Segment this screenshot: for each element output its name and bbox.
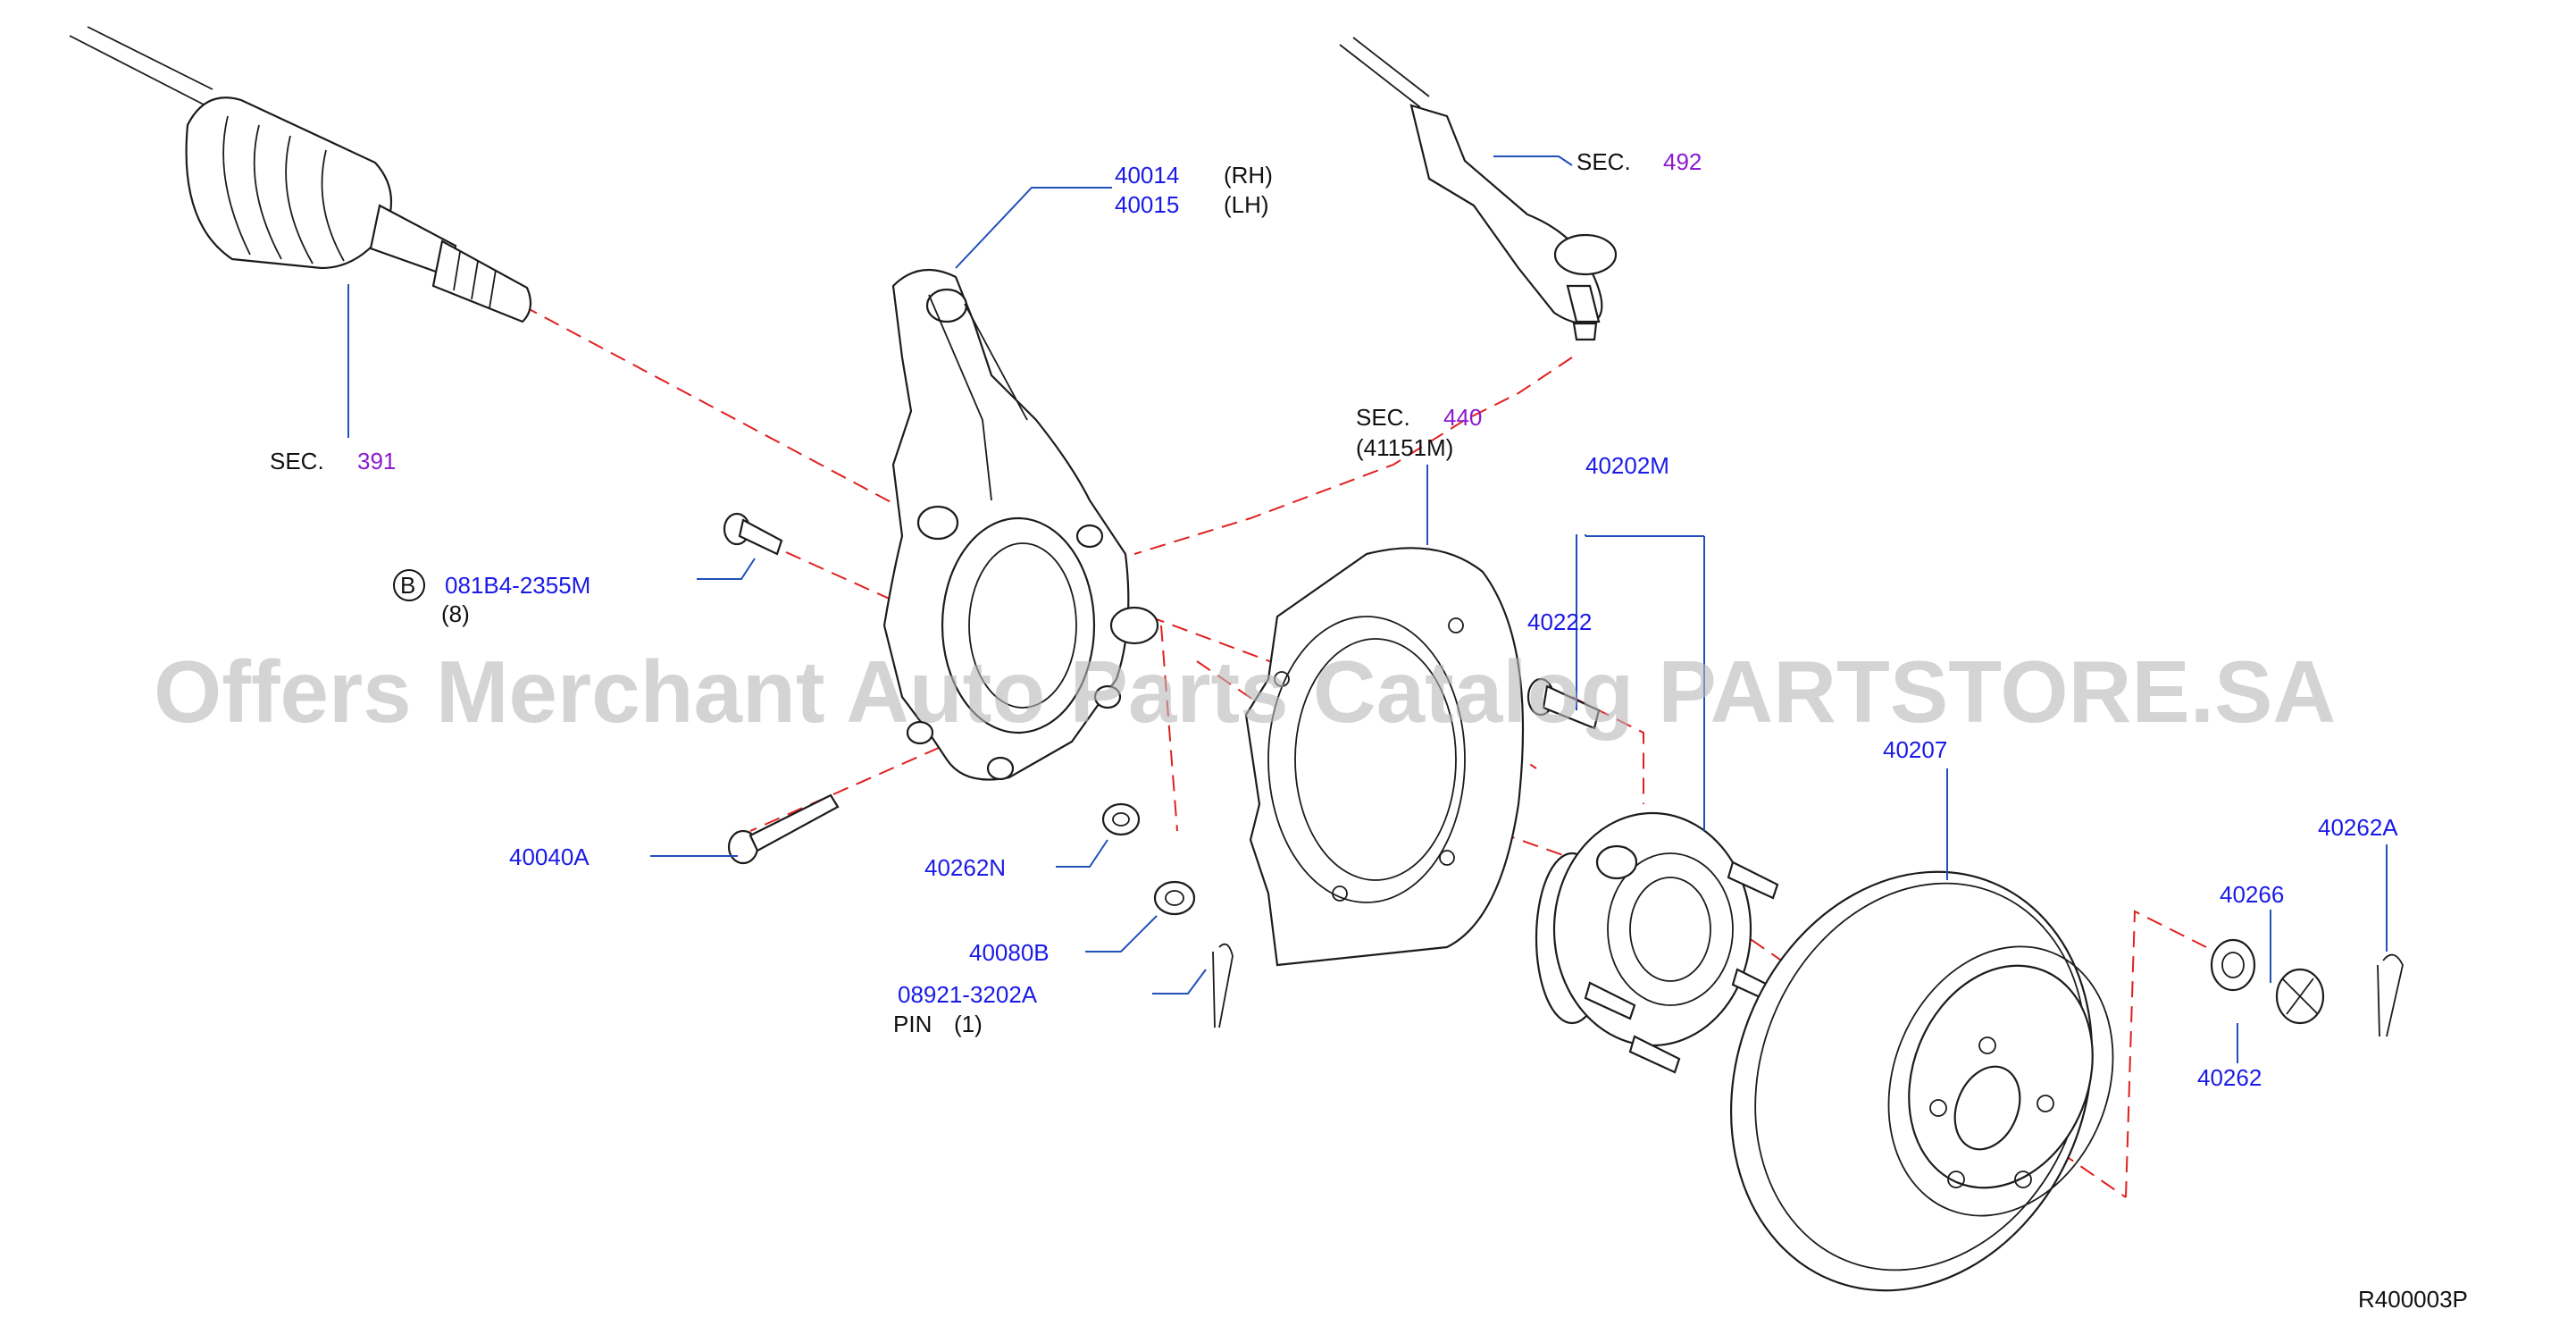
svg-text:B: B (400, 572, 415, 599)
hub-assembly-part[interactable] (1535, 811, 1784, 1074)
hub-bolt-part[interactable] (1526, 677, 1601, 730)
svg-text:(LH): (LH) (1224, 191, 1269, 218)
nut-40080b-part[interactable] (1153, 880, 1196, 916)
svg-text:40207: 40207 (1883, 736, 1947, 763)
cotter-pin-40262a-part[interactable] (2377, 953, 2404, 1037)
label-nut-40262n[interactable]: 40262N (924, 854, 1006, 881)
svg-text:40262N: 40262N (924, 854, 1006, 881)
svg-text:391: 391 (357, 448, 396, 474)
svg-text:(41151M): (41151M) (1356, 434, 1453, 461)
leader-lines (347, 155, 2388, 1063)
bolt-40040a-part[interactable] (727, 793, 840, 865)
label-pin[interactable]: 08921-3202A PIN (1) (893, 981, 1038, 1037)
label-nut-40262[interactable]: 40262 (2197, 1064, 2262, 1091)
svg-text:440: 440 (1443, 404, 1482, 431)
cap-40266-part[interactable] (2275, 968, 2325, 1025)
svg-text:(RH): (RH) (1224, 162, 1273, 189)
svg-text:40015: 40015 (1115, 191, 1179, 218)
label-hub-bolt[interactable]: 40222 (1527, 608, 1592, 635)
tie-rod-end-part[interactable] (1339, 37, 1618, 341)
svg-text:40202M: 40202M (1585, 452, 1669, 479)
label-cap-40266[interactable]: 40266 (2220, 881, 2284, 908)
nut-40262-part[interactable] (2210, 938, 2256, 992)
label-cotter-pin-40262a[interactable]: 40262A (2318, 814, 2398, 841)
label-knuckle[interactable]: 40014 (RH) 40015 (LH) (1115, 162, 1273, 218)
pin-part[interactable] (1212, 943, 1234, 1028)
svg-text:PIN: PIN (893, 1011, 932, 1037)
label-sec-492[interactable]: SEC. 492 (1577, 148, 1702, 175)
brake-rotor-part[interactable] (1669, 817, 2153, 1326)
steering-knuckle-part[interactable] (882, 268, 1159, 781)
svg-text:SEC.: SEC. (1577, 148, 1631, 175)
label-brake-rotor[interactable]: 40207 (1883, 736, 1947, 763)
label-nut-40080b[interactable]: 40080B (969, 939, 1050, 966)
bolt-081b4-part[interactable] (723, 512, 783, 556)
svg-text:40080B: 40080B (969, 939, 1050, 966)
svg-text:SEC.: SEC. (1356, 404, 1410, 431)
svg-text:40014: 40014 (1115, 162, 1179, 189)
badge-circle (393, 569, 425, 601)
drive-shaft-part[interactable] (69, 26, 532, 323)
label-bolt-081b4[interactable]: B 081B4-2355M (8) (393, 569, 590, 627)
label-hub-assembly[interactable]: 40202M (1585, 452, 1669, 479)
svg-text:492: 492 (1663, 148, 1702, 175)
svg-text:08921-3202A: 08921-3202A (898, 981, 1038, 1008)
watermark-text: Offers Merchant Auto Parts Catalog PARTS… (154, 642, 2336, 741)
svg-text:40040A: 40040A (509, 843, 590, 870)
svg-text:40262: 40262 (2197, 1064, 2262, 1091)
svg-text:40266: 40266 (2220, 881, 2284, 908)
label-bolt-40040a[interactable]: 40040A (509, 843, 590, 870)
diagram-code: R400003P (2358, 1286, 2468, 1313)
svg-text:SEC.: SEC. (270, 448, 324, 474)
dust-shield-part[interactable] (1244, 547, 1525, 967)
svg-text:40222: 40222 (1527, 608, 1592, 635)
svg-text:081B4-2355M: 081B4-2355M (445, 572, 590, 599)
nut-40262n-part[interactable] (1101, 802, 1141, 836)
svg-text:(1): (1) (954, 1011, 983, 1037)
label-sec-391[interactable]: SEC. 391 (270, 448, 396, 474)
svg-text:40262A: 40262A (2318, 814, 2398, 841)
label-sec-440[interactable]: SEC. 440 (41151M) (1356, 404, 1482, 461)
svg-text:(8): (8) (441, 600, 470, 627)
